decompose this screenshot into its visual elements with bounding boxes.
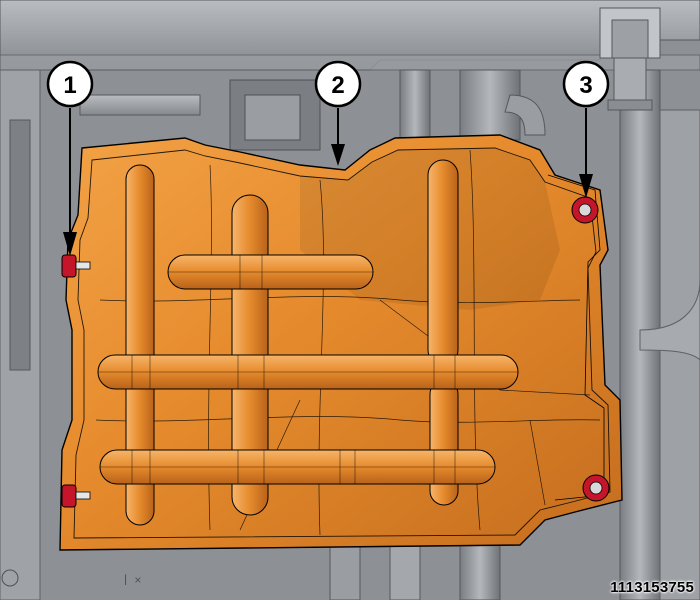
callout-1: 1	[46, 60, 94, 108]
callout-3: 3	[562, 60, 610, 108]
fastener-left-lower	[61, 484, 91, 508]
figure-id: 1113153755	[610, 579, 694, 596]
svg-text:ㅣ ×: ㅣ ×	[120, 573, 141, 587]
callout-1-label: 1	[63, 72, 76, 99]
callout-2-label: 2	[331, 72, 344, 99]
fastener-right-lower	[582, 474, 610, 502]
callout-3-label: 3	[579, 72, 592, 99]
fastener-right-upper	[571, 196, 599, 224]
callout-arrow-2	[331, 108, 345, 166]
callout-arrow-1	[63, 108, 77, 256]
heat-shield	[59, 134, 623, 551]
fastener-left-upper	[61, 254, 91, 278]
callout-arrow-3	[579, 108, 593, 198]
callout-2: 2	[314, 60, 362, 108]
